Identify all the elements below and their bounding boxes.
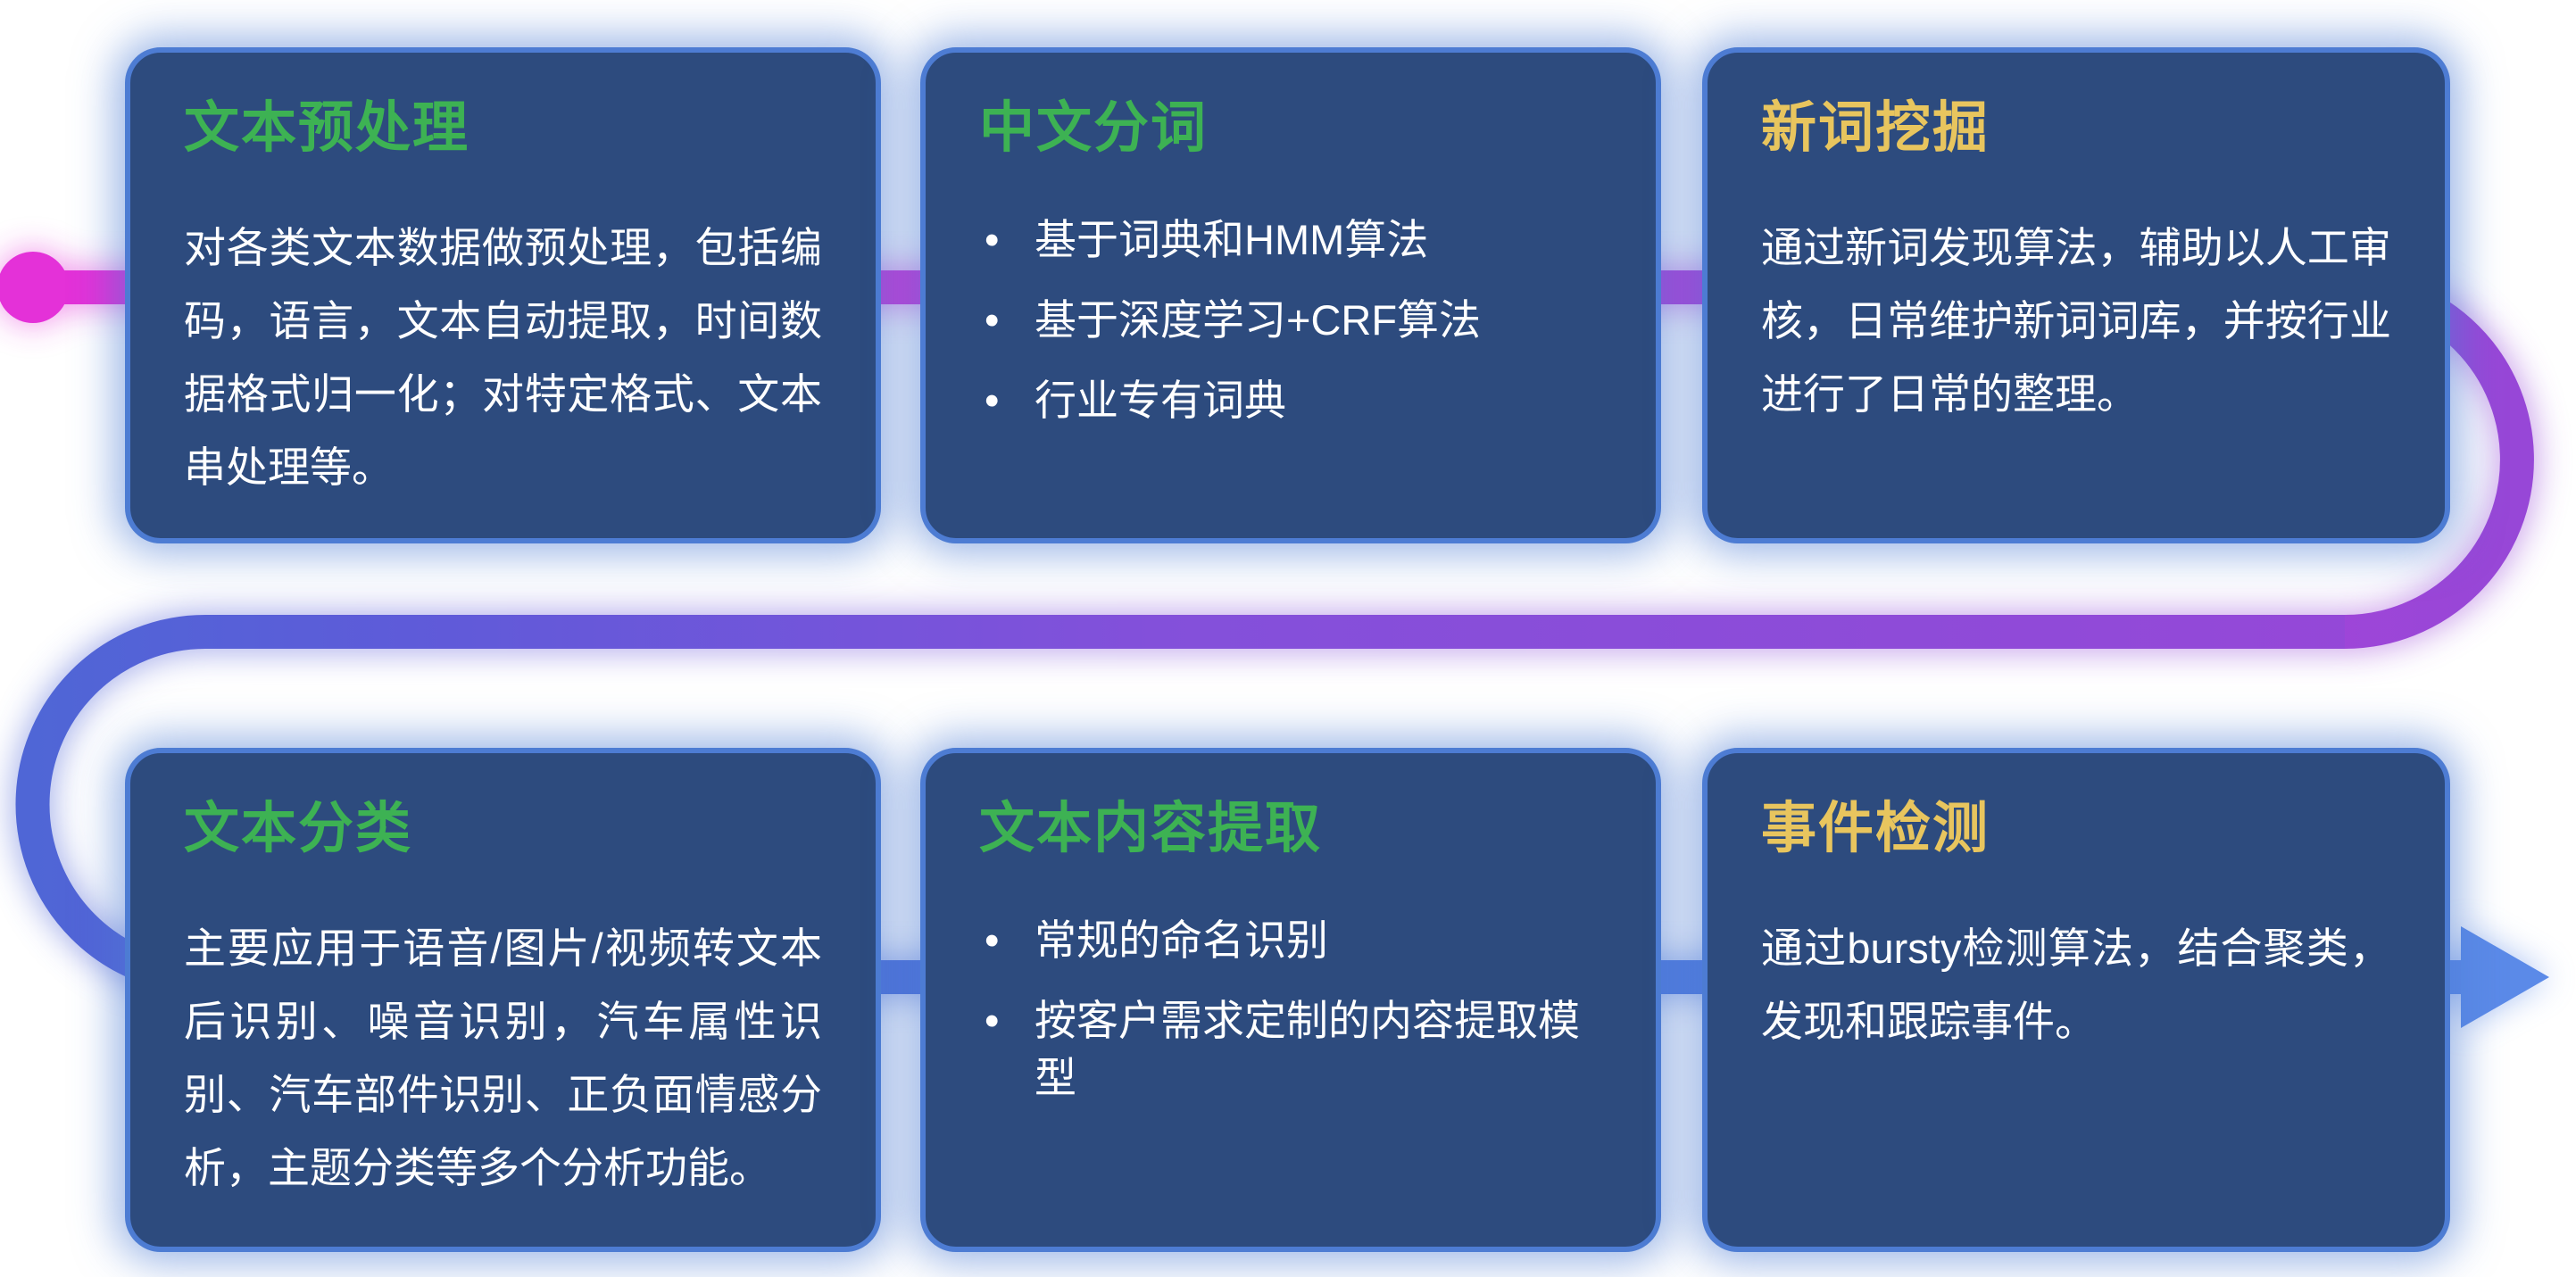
card-title: 文本分类: [184, 798, 413, 859]
card-text-content-extraction: 文本内容提取 常规的命名识别 按客户需求定制的内容提取模型: [920, 748, 1661, 1252]
bullet-list: 基于词典和HMM算法 基于深度学习+CRF算法 行业专有词典: [979, 211, 1602, 429]
card-title: 中文分词: [979, 97, 1209, 159]
card-event-detection: 事件检测 通过bursty检测算法，结合聚类，发现和跟踪事件。: [1702, 748, 2450, 1252]
card-body: 对各类文本数据做预处理，包括编码，语言，文本自动提取，时间数据格式归一化；对特定…: [184, 224, 822, 492]
card-title: 文本内容提取: [979, 798, 1323, 859]
bullet-list: 常规的命名识别 按客户需求定制的内容提取模型: [979, 912, 1602, 1107]
bullet-item: 按客户需求定制的内容提取模型: [979, 992, 1602, 1107]
bullet-item: 行业专有词典: [979, 372, 1602, 429]
card-title: 事件检测: [1761, 798, 1990, 859]
card-body: 主要应用于语音/图片/视频转文本后识别、噪音识别，汽车属性识别、汽车部件识别、正…: [184, 925, 822, 1192]
card-chinese-word-segmentation: 中文分词 基于词典和HMM算法 基于深度学习+CRF算法 行业专有词典: [920, 47, 1661, 543]
card-new-word-mining: 新词挖掘 通过新词发现算法，辅助以人工审核，日常维护新词词库，并按行业进行了日常…: [1702, 47, 2450, 543]
card-title: 新词挖掘: [1761, 97, 1990, 159]
flow-segment-middle: [15, 615, 2345, 994]
bullet-item: 基于词典和HMM算法: [979, 211, 1602, 269]
flow-arrow-icon: [2461, 926, 2549, 1028]
bullet-item: 基于深度学习+CRF算法: [979, 292, 1602, 349]
card-body: 通过bursty检测算法，结合聚类，发现和跟踪事件。: [1761, 925, 2391, 1046]
card-title: 文本预处理: [184, 97, 470, 159]
card-text-preprocessing: 文本预处理 对各类文本数据做预处理，包括编码，语言，文本自动提取，时间数据格式归…: [125, 47, 881, 543]
flow-start-dot-icon: [0, 252, 69, 323]
card-text-classification: 文本分类 主要应用于语音/图片/视频转文本后识别、噪音识别，汽车属性识别、汽车部…: [125, 748, 881, 1252]
card-body: 通过新词发现算法，辅助以人工审核，日常维护新词词库，并按行业进行了日常的整理。: [1761, 224, 2391, 419]
bullet-item: 常规的命名识别: [979, 912, 1602, 969]
